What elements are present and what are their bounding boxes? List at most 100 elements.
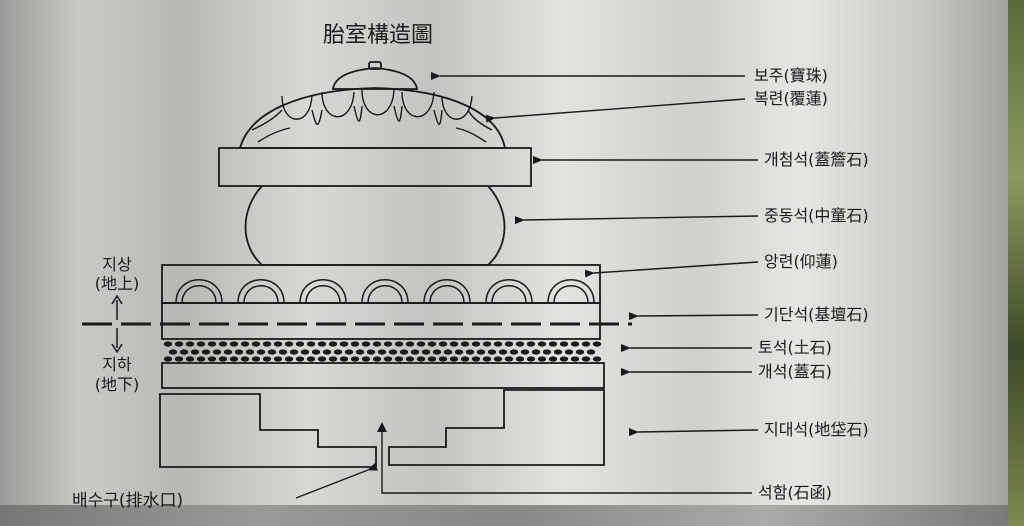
gravel-dot bbox=[311, 349, 321, 355]
gravel-dot bbox=[498, 349, 508, 355]
gravel-dot bbox=[592, 341, 602, 347]
gravel-dot bbox=[339, 341, 349, 347]
gravel-dot bbox=[317, 356, 327, 362]
leader-baesugu bbox=[295, 463, 378, 499]
gravel-dot bbox=[163, 341, 173, 347]
gravel-dot bbox=[460, 341, 470, 347]
gravel-dot bbox=[273, 356, 283, 362]
gravel-dot bbox=[526, 341, 536, 347]
gravel-dot bbox=[196, 341, 206, 347]
gravel-dot bbox=[537, 341, 547, 347]
gravel-dot bbox=[465, 349, 475, 355]
gravel-dot bbox=[212, 349, 222, 355]
upward-lotus-band bbox=[161, 264, 601, 304]
gravel-dot bbox=[273, 341, 283, 347]
gravel-dot bbox=[262, 341, 272, 347]
gravel-dot bbox=[207, 341, 217, 347]
gravel-dot bbox=[586, 349, 596, 355]
gravel-dot bbox=[570, 341, 580, 347]
gravel-dot bbox=[487, 349, 497, 355]
gravel-dot bbox=[416, 356, 426, 362]
base-stone bbox=[161, 302, 601, 340]
gravel-dot bbox=[520, 349, 530, 355]
gravel-dot bbox=[383, 356, 393, 362]
gravel-dot bbox=[416, 341, 426, 347]
gravel-dot bbox=[196, 356, 206, 362]
gravel-dot bbox=[575, 349, 585, 355]
gravel-dot bbox=[526, 356, 536, 362]
label-angryeon: 앙련(仰蓮) bbox=[764, 252, 838, 271]
gravel-dot bbox=[350, 341, 360, 347]
gravel-dot bbox=[207, 356, 217, 362]
gravel-dot bbox=[229, 341, 239, 347]
gravel-dot bbox=[168, 349, 178, 355]
gravel-dot bbox=[322, 349, 332, 355]
gravel-dot bbox=[267, 349, 277, 355]
label-bokryeon: 복련(覆蓮) bbox=[754, 89, 828, 108]
gravel-dot bbox=[405, 356, 415, 362]
label-seokham: 석함(石函) bbox=[758, 483, 832, 502]
middle-body-stone bbox=[244, 185, 506, 266]
gravel-dot bbox=[515, 341, 525, 347]
gravel-dot bbox=[289, 349, 299, 355]
gravel-dot bbox=[421, 349, 431, 355]
gravel-dot bbox=[548, 356, 558, 362]
gravel-dot bbox=[218, 341, 228, 347]
label-toseok: 토석(土石) bbox=[758, 338, 832, 357]
gravel-dot bbox=[361, 356, 371, 362]
background-foliage bbox=[1008, 0, 1024, 526]
above-ground-label: 지상 bbox=[102, 255, 132, 274]
gravel-dot bbox=[377, 349, 387, 355]
gravel-dot bbox=[190, 349, 200, 355]
foundation-stone-left bbox=[159, 393, 377, 468]
lotus-petals bbox=[175, 279, 595, 304]
gravel-dot bbox=[344, 349, 354, 355]
gravel-dot bbox=[240, 341, 250, 347]
gravel-dot bbox=[471, 341, 481, 347]
leader-jidaeseok bbox=[628, 428, 759, 437]
gravel-dot bbox=[553, 349, 563, 355]
structure-drawing bbox=[159, 61, 605, 468]
gravel-dot bbox=[559, 341, 569, 347]
gravel-dot bbox=[592, 356, 602, 362]
gravel-dot bbox=[438, 356, 448, 362]
finial-shape bbox=[331, 67, 419, 90]
label-boju: 보주(寶珠) bbox=[754, 66, 828, 85]
gravel-dot bbox=[482, 341, 492, 347]
gravel-dot bbox=[471, 356, 481, 362]
gravel-dot bbox=[339, 356, 349, 362]
gravel-dot bbox=[372, 356, 382, 362]
finial-knob bbox=[368, 61, 382, 70]
gravel-dot bbox=[399, 349, 409, 355]
leader-gidanseok bbox=[628, 312, 759, 321]
gravel-dot bbox=[240, 356, 250, 362]
gravel-dot bbox=[174, 341, 184, 347]
gravel-dot bbox=[537, 356, 547, 362]
gravel-dot bbox=[350, 356, 360, 362]
gravel-layer bbox=[163, 341, 602, 362]
gravel-dot bbox=[581, 341, 591, 347]
plate-bottom-edge bbox=[0, 505, 1024, 526]
foundation-stone-right bbox=[388, 389, 605, 466]
label-gidanseok: 기단석(基壇石) bbox=[764, 305, 869, 324]
above-ground-hanja: (地上) bbox=[95, 274, 140, 293]
gravel-dot bbox=[449, 356, 459, 362]
gravel-dot bbox=[443, 349, 453, 355]
gravel-dot bbox=[372, 341, 382, 347]
gravel-dot bbox=[515, 356, 525, 362]
gravel-dot bbox=[306, 356, 316, 362]
gravel-dot bbox=[185, 356, 195, 362]
gravel-dot bbox=[482, 356, 492, 362]
gravel-dot bbox=[306, 341, 316, 347]
gravel-dot bbox=[234, 349, 244, 355]
label-gaeseok: 개석(蓋石) bbox=[758, 362, 832, 381]
gravel-dot bbox=[509, 349, 519, 355]
gravel-dot bbox=[504, 341, 514, 347]
gravel-dot bbox=[317, 341, 327, 347]
seokham-arrowhead bbox=[377, 422, 387, 432]
gravel-dot bbox=[163, 356, 173, 362]
gravel-dot bbox=[559, 356, 569, 362]
label-jidaeseok: 지대석(地垈石) bbox=[764, 420, 869, 439]
